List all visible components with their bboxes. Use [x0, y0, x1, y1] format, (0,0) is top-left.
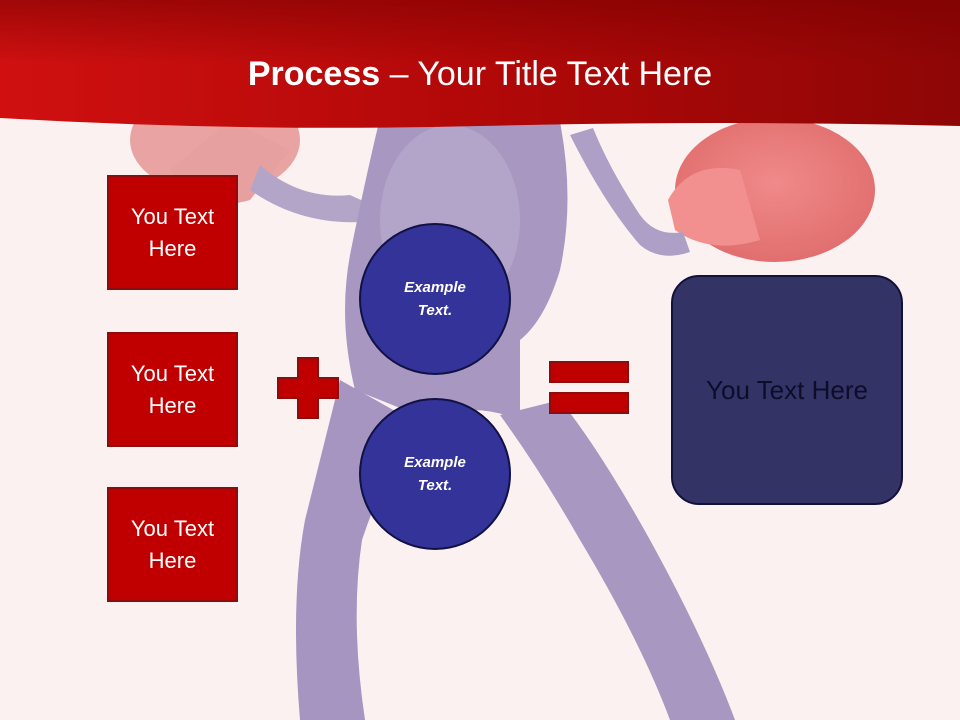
plus-icon [277, 357, 339, 419]
slide-title: Process – Your Title Text Here [0, 52, 960, 96]
input-box-label: You Text Here [130, 515, 215, 573]
input-box-3: You Text Here [107, 487, 238, 602]
input-box-label: You Text Here [130, 203, 215, 261]
operand-label: Example Text. [404, 279, 466, 319]
right-leg [500, 400, 735, 720]
result-box: You Text Here [671, 275, 903, 505]
operand-label: Example Text. [404, 454, 466, 494]
input-box-1: You Text Here [107, 175, 238, 290]
equals-icon [549, 361, 629, 414]
result-label: You Text Here [706, 374, 868, 405]
title-bold: Process [247, 55, 381, 93]
left-arm [250, 165, 372, 223]
operand-circle-2: Example Text. [359, 398, 511, 550]
input-box-label: You Text Here [130, 360, 215, 418]
operand-circle-1: Example Text. [359, 223, 511, 375]
input-box-2: You Text Here [107, 332, 238, 447]
title-rest: – Your Title Text Here [380, 55, 713, 93]
right-arm [570, 128, 690, 256]
